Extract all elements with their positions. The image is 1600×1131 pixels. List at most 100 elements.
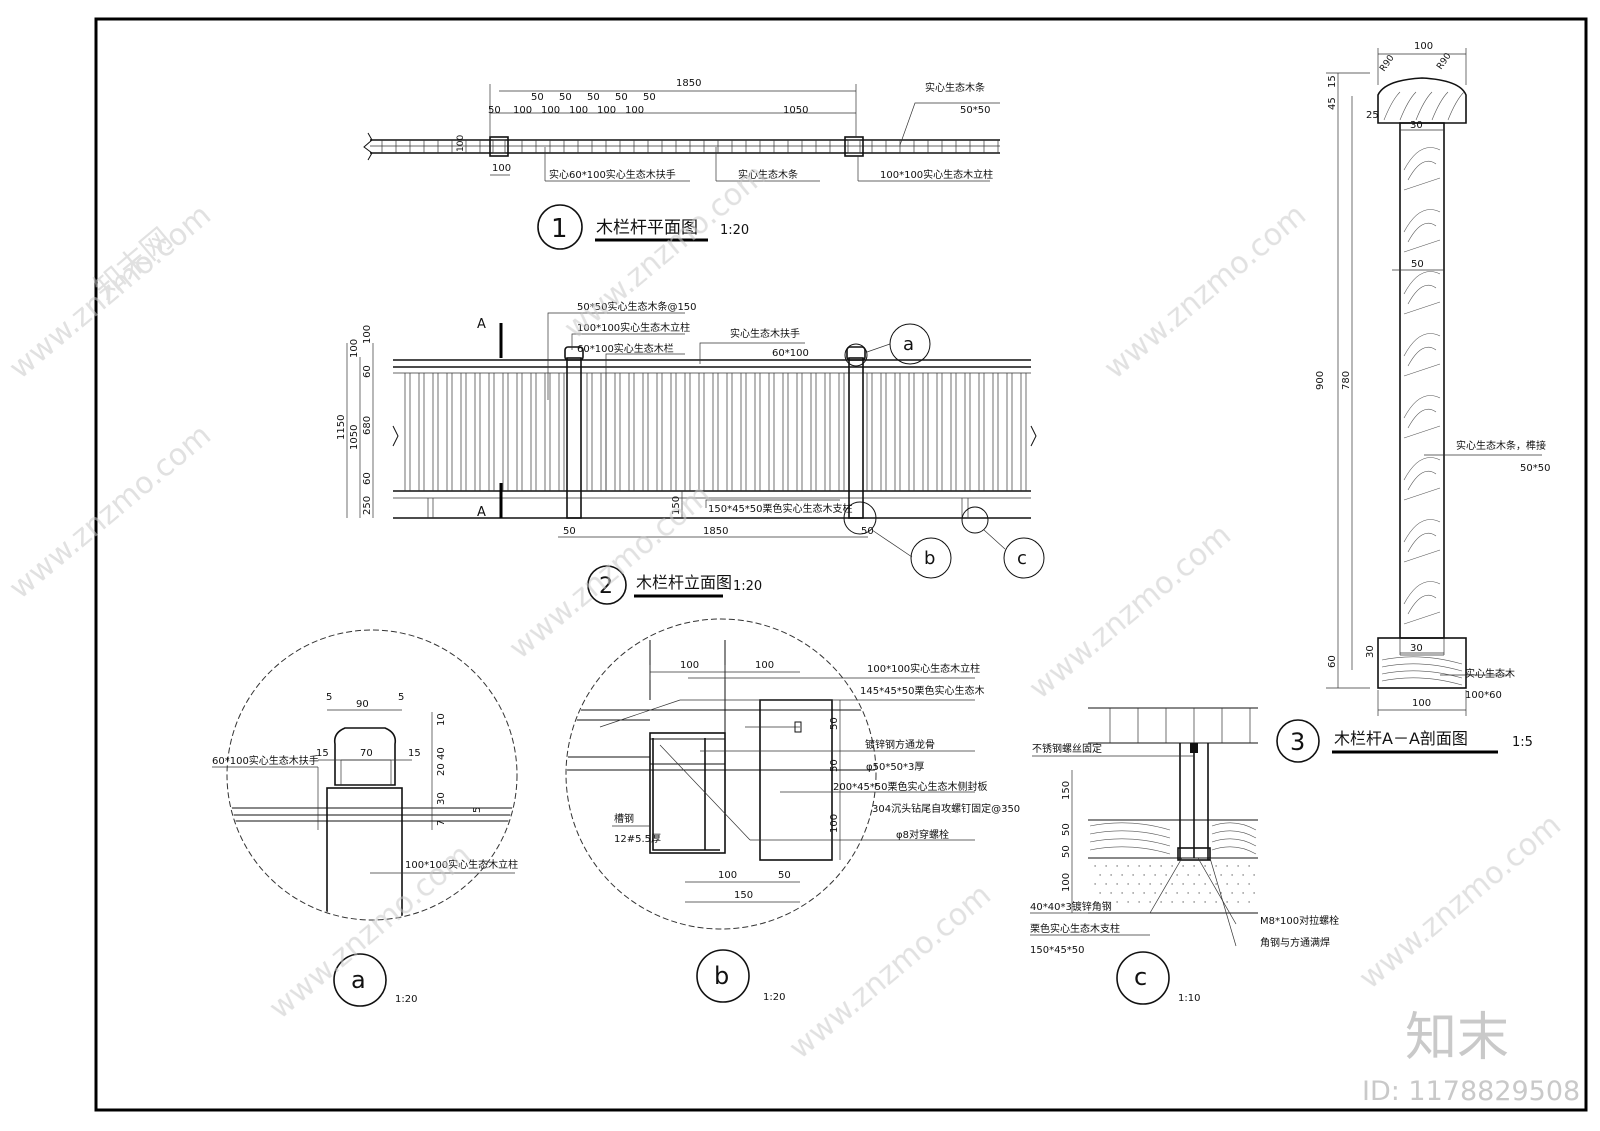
det-b-scale: 1:20 xyxy=(763,992,785,1003)
det-b-dim-50a: 50 xyxy=(829,717,840,730)
det-b-label-channel-size: 12#5.5厚 xyxy=(614,833,661,845)
elev-callout-c[interactable]: c xyxy=(1017,548,1027,569)
det-a-dim-30: 30 xyxy=(436,792,447,805)
sec-label-base: 实心生态木 xyxy=(1465,667,1515,680)
watermark-8: www.znzmo.com xyxy=(783,878,998,1067)
elev-dim-100: 100 xyxy=(362,325,373,344)
sec-dim-bottom: 100 xyxy=(1412,698,1431,709)
sec-title: 木栏杆A－A剖面图 xyxy=(1334,729,1468,748)
sec-scale: 1:5 xyxy=(1512,735,1533,750)
watermark-layer: www.znzmo.com 知末网 www.znzmo.com www.znzm… xyxy=(3,158,1568,1067)
det-a-label: a xyxy=(351,966,366,994)
det-a-scale: 1:20 xyxy=(395,994,417,1005)
elev-callout-a[interactable]: a xyxy=(903,334,914,355)
watermark-9: www.znzmo.com xyxy=(1353,808,1568,997)
sec-label-slat-size: 50*50 xyxy=(1520,463,1550,474)
det-a-dim-90: 90 xyxy=(356,699,369,710)
elev-dim-100b: 100 xyxy=(349,339,360,358)
elev-dim-1050: 1050 xyxy=(349,425,360,450)
plan-number: 1 xyxy=(551,214,568,244)
plan-dim-100-1: 100 xyxy=(513,105,532,116)
det-b-label: b xyxy=(714,962,729,990)
plan-label-slat-mid: 实心生态木条 xyxy=(738,168,798,181)
plan-dim-50-4: 50 xyxy=(615,92,628,103)
det-c-dim-150: 150 xyxy=(1061,781,1072,800)
elev-label-handrail-size: 60*100 xyxy=(772,348,809,359)
watermark-5: www.znzmo.com xyxy=(503,478,718,667)
section-view: 100 R90 R90 900 15 45 780 60 30 25 30 50… xyxy=(1276,41,1550,763)
plan-dim-100-5: 100 xyxy=(625,105,644,116)
detail-b: 100 100 50 50 100 100 50 150 100*100实心生态… xyxy=(565,618,1020,1003)
det-a-dim-15a: 15 xyxy=(316,748,329,759)
det-c-dim-100: 100 xyxy=(1061,873,1072,892)
plan-dim-50-3: 50 xyxy=(587,92,600,103)
plan-dim-50-5: 50 xyxy=(643,92,656,103)
elev-label-post: 100*100实心生态木立柱 xyxy=(577,321,690,334)
det-b-dim-top-b: 100 xyxy=(755,660,774,671)
det-b-label-bolt: φ8对穿螺栓 xyxy=(896,828,949,841)
sec-dim-780: 780 xyxy=(1341,371,1352,390)
sec-dim-60: 60 xyxy=(1327,655,1338,668)
elev-dim-post: 50 xyxy=(563,526,576,537)
sec-dim-50: 50 xyxy=(1411,259,1424,270)
watermark-4: www.znzmo.com xyxy=(3,418,218,607)
plan-dim-first: 50 xyxy=(488,105,501,116)
sec-dim-45: 45 xyxy=(1327,97,1338,110)
elev-label-slat: 50*50实心生态木条@150 xyxy=(577,300,697,313)
det-c-label-screw: 不锈钢螺丝固定 xyxy=(1032,742,1102,755)
elev-scale: 1:20 xyxy=(733,579,762,594)
sec-dim-30b: 30 xyxy=(1410,643,1423,654)
det-b-dim-bot100: 100 xyxy=(718,870,737,881)
watermark-logo: 知末 xyxy=(1405,1008,1509,1068)
elev-dim-60b: 60 xyxy=(362,472,373,485)
plan-scale: 1:20 xyxy=(720,223,749,238)
elevation-view: A A 1150 1050 680 250 60 60 100 100 50 1… xyxy=(336,300,1045,605)
elev-section-a-top: A xyxy=(477,317,486,332)
sec-dim-30w: 30 xyxy=(1410,120,1423,131)
plan-view: 1850 1050 50 50 50 50 50 50 100 100 100 … xyxy=(363,78,1000,250)
det-a-dim-5a: 5 xyxy=(326,692,332,703)
det-c-label-support: 栗色实心生态木支柱 xyxy=(1030,922,1120,935)
plan-dim-total: 1850 xyxy=(676,78,701,89)
det-c-dim-50b: 50 xyxy=(1061,845,1072,858)
elev-dim-60a: 60 xyxy=(362,365,373,378)
det-c-label-weld: 角钢与方通满焊 xyxy=(1260,936,1330,949)
det-b-label-board: 200*45*50栗色实心生态木侧封板 xyxy=(833,780,988,793)
sec-label-slat: 实心生态木条，榫接 xyxy=(1456,439,1546,452)
det-c-dim-50a: 50 xyxy=(1061,823,1072,836)
det-a-dim-15b: 15 xyxy=(408,748,421,759)
elev-dim-250: 250 xyxy=(362,496,373,515)
sec-dim-30: 30 xyxy=(1365,645,1376,658)
watermark-6: www.znzmo.com xyxy=(1023,518,1238,707)
sec-number: 3 xyxy=(1290,728,1305,756)
plan-title: 木栏杆平面图 xyxy=(596,218,698,238)
sec-label-base-size: 100*60 xyxy=(1465,690,1502,701)
det-b-label-channel: 槽钢 xyxy=(614,812,634,825)
sec-dim-900: 900 xyxy=(1315,371,1326,390)
detail-c: 150 50 50 100 不锈钢螺丝固定 40*40*3镀锌角钢 栗色实心生态… xyxy=(1030,707,1339,1005)
det-a-label-rail: 60*100实心生态木扶手 xyxy=(212,754,319,767)
det-b-label-tube-size: φ50*50*3厚 xyxy=(866,761,924,773)
sec-dim-25: 25 xyxy=(1366,110,1379,121)
elev-dim-span: 1850 xyxy=(703,526,728,537)
elev-number: 2 xyxy=(599,574,613,599)
plan-dim-100-3: 100 xyxy=(569,105,588,116)
det-a-label-post: 100*100实心生态木立柱 xyxy=(405,858,518,871)
elev-callout-b[interactable]: b xyxy=(924,548,935,569)
det-b-dim-top-a: 100 xyxy=(680,660,699,671)
sec-dim-15: 15 xyxy=(1327,75,1338,88)
drawing-frame xyxy=(94,17,1588,1112)
det-c-scale: 1:10 xyxy=(1178,993,1200,1004)
plan-dim-50-1: 50 xyxy=(531,92,544,103)
det-a-dim-5: 5 xyxy=(472,807,483,813)
det-b-label-screw: 304沉头钻尾自攻螺钉固定@350 xyxy=(872,802,1020,815)
plan-dim-100-2: 100 xyxy=(541,105,560,116)
det-b-label-support: 145*45*50栗色实心生态木 xyxy=(860,684,985,697)
sec-dim-top: 100 xyxy=(1414,41,1433,52)
det-a-dim-5b: 5 xyxy=(398,692,404,703)
plan-label-slat: 实心生态木条 xyxy=(925,81,985,94)
plan-dim-span: 1050 xyxy=(783,105,808,116)
plan-dim-50-2: 50 xyxy=(559,92,572,103)
det-b-dim-bot50: 50 xyxy=(778,870,791,881)
elev-label-handrail: 实心生态木扶手 xyxy=(730,327,800,340)
